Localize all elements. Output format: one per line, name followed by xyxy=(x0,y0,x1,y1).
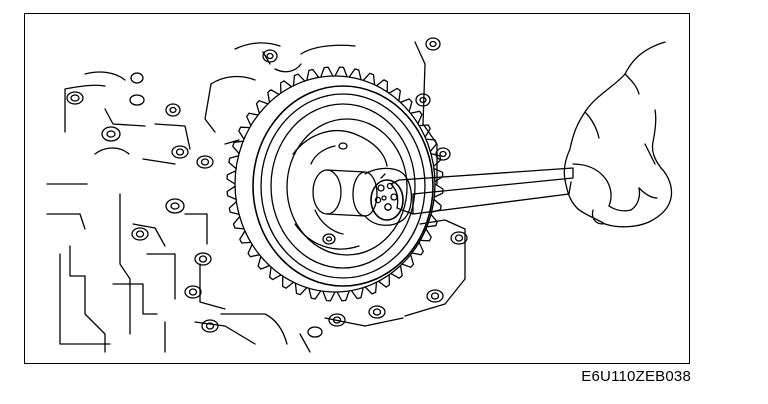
crankshaft-pulley xyxy=(252,85,434,287)
socket-head xyxy=(364,167,412,226)
wrench-handle xyxy=(390,167,574,215)
crankshaft-sprocket xyxy=(226,66,444,302)
block-bolt-bosses xyxy=(66,37,468,338)
hand xyxy=(563,41,673,228)
figure-code: E6U110ZEB038 xyxy=(581,368,691,385)
timing-cover xyxy=(324,41,466,327)
pulley-bolt xyxy=(312,169,378,217)
engine-block xyxy=(46,42,356,353)
technical-illustration xyxy=(46,37,673,353)
illustration-frame xyxy=(24,13,690,364)
